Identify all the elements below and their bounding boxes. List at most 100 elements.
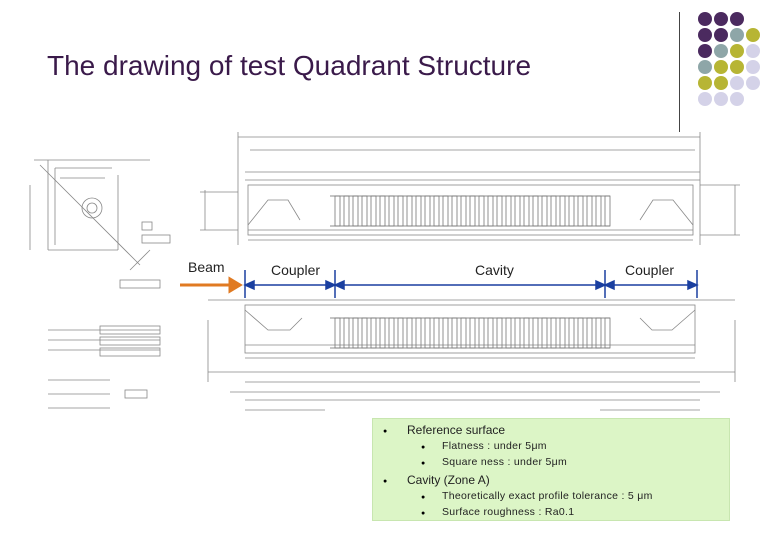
dot-lavender bbox=[746, 44, 760, 58]
comb-tooth bbox=[523, 317, 530, 349]
comb-tooth bbox=[487, 195, 494, 227]
spec-item-squareness: Square ness : under 5μm bbox=[442, 456, 568, 468]
beam-arrow bbox=[180, 276, 243, 294]
comb-tooth bbox=[352, 317, 359, 349]
comb-tooth bbox=[361, 317, 368, 349]
beam-label: Beam bbox=[188, 259, 225, 275]
comb-tooth bbox=[586, 317, 593, 349]
comb-tooth bbox=[604, 195, 611, 227]
lower-comb-teeth bbox=[334, 317, 611, 349]
comb-tooth bbox=[442, 317, 449, 349]
comb-tooth bbox=[343, 195, 350, 227]
coupler-right-label: Coupler bbox=[625, 262, 675, 278]
specification-box: ● Reference surface ● Flatness : under 5… bbox=[372, 418, 730, 521]
dot-lavender bbox=[730, 92, 744, 106]
dot-olive bbox=[746, 28, 760, 42]
coupler-left-label: Coupler bbox=[271, 262, 321, 278]
dot-teal bbox=[730, 28, 744, 42]
comb-tooth bbox=[469, 195, 476, 227]
comb-tooth bbox=[586, 195, 593, 227]
comb-tooth bbox=[496, 317, 503, 349]
comb-tooth bbox=[568, 317, 575, 349]
decorative-dot-grid bbox=[690, 12, 780, 122]
comb-tooth bbox=[595, 317, 602, 349]
comb-tooth bbox=[334, 195, 341, 227]
bullet-dot: ● bbox=[421, 444, 426, 451]
comb-tooth bbox=[370, 317, 377, 349]
comb-tooth bbox=[505, 317, 512, 349]
spec-item-surface-roughness: Surface roughness : Ra0.1 bbox=[442, 506, 575, 518]
bullet-dot: ● bbox=[383, 428, 388, 435]
dot-lavender bbox=[746, 60, 760, 74]
bullet-dot: ● bbox=[421, 510, 426, 517]
comb-tooth bbox=[361, 195, 368, 227]
comb-tooth bbox=[541, 317, 548, 349]
spec-heading-cavity: Cavity (Zone A) bbox=[407, 473, 490, 487]
comb-tooth bbox=[433, 317, 440, 349]
dot-lavender bbox=[746, 76, 760, 90]
title-divider-line bbox=[679, 12, 680, 132]
comb-tooth bbox=[379, 195, 386, 227]
comb-tooth bbox=[559, 317, 566, 349]
comb-tooth bbox=[415, 195, 422, 227]
bullet-dot: ● bbox=[383, 478, 388, 485]
comb-tooth bbox=[595, 195, 602, 227]
comb-tooth bbox=[388, 195, 395, 227]
comb-tooth bbox=[388, 317, 395, 349]
spec-heading-reference-surface: Reference surface bbox=[407, 423, 506, 437]
comb-tooth bbox=[406, 317, 413, 349]
dot-purple bbox=[698, 12, 712, 26]
comb-tooth bbox=[433, 195, 440, 227]
comb-tooth bbox=[334, 317, 341, 349]
comb-tooth bbox=[550, 317, 557, 349]
dot-lavender bbox=[730, 76, 744, 90]
cavity-label: Cavity bbox=[475, 262, 514, 278]
comb-tooth bbox=[505, 195, 512, 227]
comb-tooth bbox=[577, 195, 584, 227]
comb-tooth bbox=[487, 317, 494, 349]
comb-tooth bbox=[424, 317, 431, 349]
dot-teal bbox=[714, 44, 728, 58]
comb-tooth bbox=[379, 317, 386, 349]
comb-tooth bbox=[406, 195, 413, 227]
comb-tooth bbox=[532, 195, 539, 227]
comb-tooth bbox=[460, 195, 467, 227]
dot-purple bbox=[714, 28, 728, 42]
comb-tooth bbox=[532, 317, 539, 349]
comb-tooth bbox=[451, 317, 458, 349]
comb-tooth bbox=[469, 317, 476, 349]
comb-tooth bbox=[523, 195, 530, 227]
dot-lavender bbox=[714, 92, 728, 106]
bullet-dot: ● bbox=[421, 460, 426, 467]
lower-structure bbox=[207, 299, 736, 411]
comb-tooth bbox=[352, 195, 359, 227]
comb-tooth bbox=[370, 195, 377, 227]
comb-tooth bbox=[478, 195, 485, 227]
dot-olive bbox=[714, 60, 728, 74]
comb-tooth bbox=[604, 317, 611, 349]
dot-olive bbox=[730, 60, 744, 74]
dot-purple bbox=[698, 44, 712, 58]
dot-olive bbox=[730, 44, 744, 58]
comb-tooth bbox=[496, 195, 503, 227]
comb-tooth bbox=[559, 195, 566, 227]
comb-tooth bbox=[514, 195, 521, 227]
upper-comb-teeth bbox=[334, 195, 611, 227]
comb-tooth bbox=[568, 195, 575, 227]
comb-tooth bbox=[451, 195, 458, 227]
comb-tooth bbox=[424, 195, 431, 227]
dot-olive bbox=[714, 76, 728, 90]
comb-tooth bbox=[397, 317, 404, 349]
dot-teal bbox=[698, 60, 712, 74]
spec-item-flatness: Flatness : under 5μm bbox=[442, 440, 547, 452]
upper-structure bbox=[200, 132, 740, 245]
dot-purple bbox=[698, 28, 712, 42]
dot-olive bbox=[698, 76, 712, 90]
bullet-dot: ● bbox=[421, 494, 426, 501]
comb-tooth bbox=[343, 317, 350, 349]
comb-tooth bbox=[460, 317, 467, 349]
comb-tooth bbox=[514, 317, 521, 349]
spec-item-profile-tolerance: Theoretically exact profile tolerance : … bbox=[442, 490, 653, 502]
comb-tooth bbox=[442, 195, 449, 227]
